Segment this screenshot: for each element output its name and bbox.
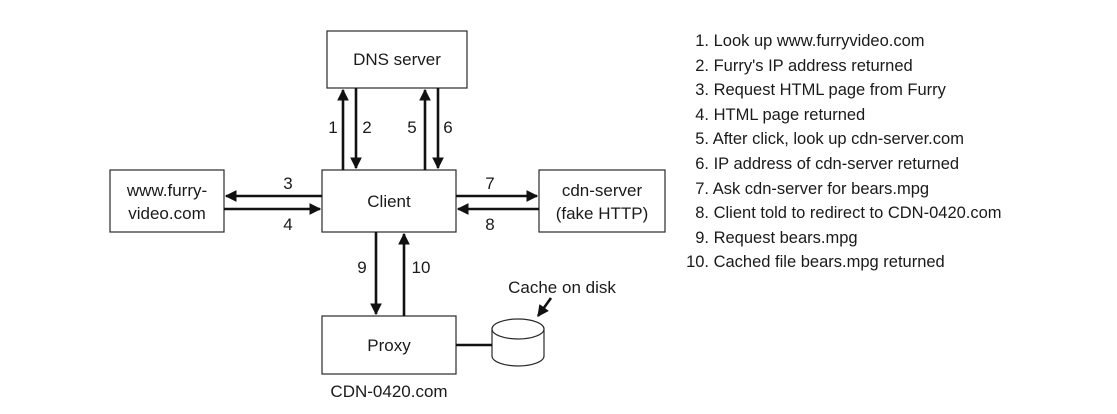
step-number: 5. <box>695 130 709 149</box>
step-item: 4. HTML page returned <box>682 103 1002 128</box>
furryvideo-label-line2: video.com <box>128 204 205 223</box>
cdn-server-label-line2: (fake HTTP) <box>556 204 649 223</box>
furryvideo-label-line1: www.furry- <box>126 181 207 200</box>
step-item: 5. After click, look up cdn-server.com <box>682 127 1002 152</box>
arrow-label-7: 7 <box>485 174 494 193</box>
step-item: 1. Look up www.furryvideo.com <box>682 29 1002 54</box>
step-number: 1. <box>695 32 709 50</box>
step-number: 2. <box>695 56 709 75</box>
cdn-server-box <box>538 169 666 233</box>
step-text: Furry's IP address returned <box>713 56 913 75</box>
furryvideo-box <box>109 169 225 233</box>
proxy-caption: CDN-0420.com <box>330 382 447 401</box>
step-number: 4. <box>695 105 709 124</box>
dns-server-box <box>326 30 468 89</box>
step-item: 2. Furry's IP address returned <box>682 54 1002 79</box>
client-label: Client <box>367 192 411 211</box>
disk-cache-icon <box>491 318 545 367</box>
step-list: 1. Look up www.furryvideo.com 2. Furry's… <box>682 29 1002 275</box>
step-item: 9. Request bears.mpg <box>682 226 1002 251</box>
step-item: 8. Client told to redirect to CDN-0420.c… <box>682 201 1002 226</box>
arrow-label-3: 3 <box>283 174 292 193</box>
step-text: IP address of cdn-server returned <box>713 154 960 173</box>
step-item: 3. Request HTML page from Furry <box>682 78 1002 103</box>
dns-server-label: DNS server <box>353 50 441 69</box>
step-text: HTML page returned <box>713 105 866 124</box>
step-text: Look up www.furryvideo.com <box>713 32 925 50</box>
step-text: After click, look up cdn-server.com <box>712 130 964 149</box>
proxy-label: Proxy <box>367 336 411 355</box>
cdn-redirect-diagram: DNS server Client www.furry- video.com c… <box>109 30 666 401</box>
client-box <box>321 169 457 233</box>
step-text: Client told to redirect to CDN-0420.com <box>713 204 1002 223</box>
step-number: 8. <box>695 204 709 223</box>
arrow-label-10: 10 <box>412 258 431 277</box>
step-number: 6. <box>695 154 709 173</box>
step-item: 10. Cached file bears.mpg returned <box>682 250 1002 275</box>
step-number: 7. <box>695 179 709 198</box>
step-number: 9. <box>695 228 709 247</box>
arrow-label-5: 5 <box>407 118 416 137</box>
arrow-label-6: 6 <box>443 118 452 137</box>
step-number: 3. <box>695 81 709 100</box>
step-text: Request bears.mpg <box>713 228 858 247</box>
proxy-box <box>321 315 457 375</box>
arrow-label-1: 1 <box>328 118 337 137</box>
step-number: 10. <box>686 253 709 272</box>
step-item: 6. IP address of cdn-server returned <box>682 152 1002 177</box>
cdn-server-label-line1: cdn-server <box>562 181 643 200</box>
step-text: Cached file bears.mpg returned <box>713 253 945 272</box>
arrow-label-9: 9 <box>357 258 366 277</box>
step-text: Ask cdn-server for bears.mpg <box>712 179 930 198</box>
arrow-label-8: 8 <box>485 215 494 234</box>
step-text: Request HTML page from Furry <box>713 81 946 100</box>
arrow-label-4: 4 <box>283 215 292 234</box>
cache-pointer-arrow <box>536 297 553 317</box>
cache-caption: Cache on disk <box>508 278 616 297</box>
arrow-label-2: 2 <box>362 118 371 137</box>
step-item: 7. Ask cdn-server for bears.mpg <box>682 177 1002 202</box>
